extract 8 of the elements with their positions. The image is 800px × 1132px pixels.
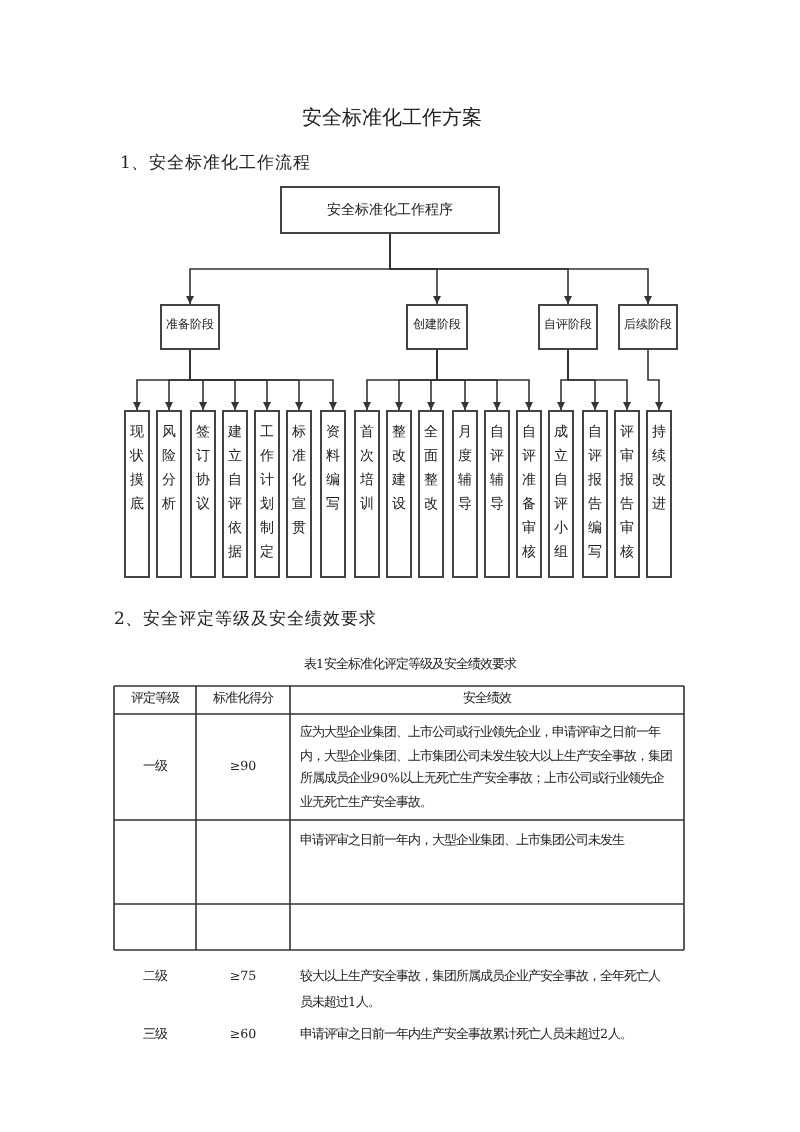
arrow: [189, 349, 337, 411]
arrow: [389, 233, 652, 305]
section-heading: 2、安全评定等级及安全绩效要求: [114, 610, 377, 631]
arrow: [567, 349, 631, 411]
arrow: [436, 349, 533, 411]
section-heading: 1、安全标准化工作流程: [120, 154, 311, 175]
page-title: 安全标准化工作方案: [302, 108, 482, 132]
arrow: [647, 349, 663, 411]
